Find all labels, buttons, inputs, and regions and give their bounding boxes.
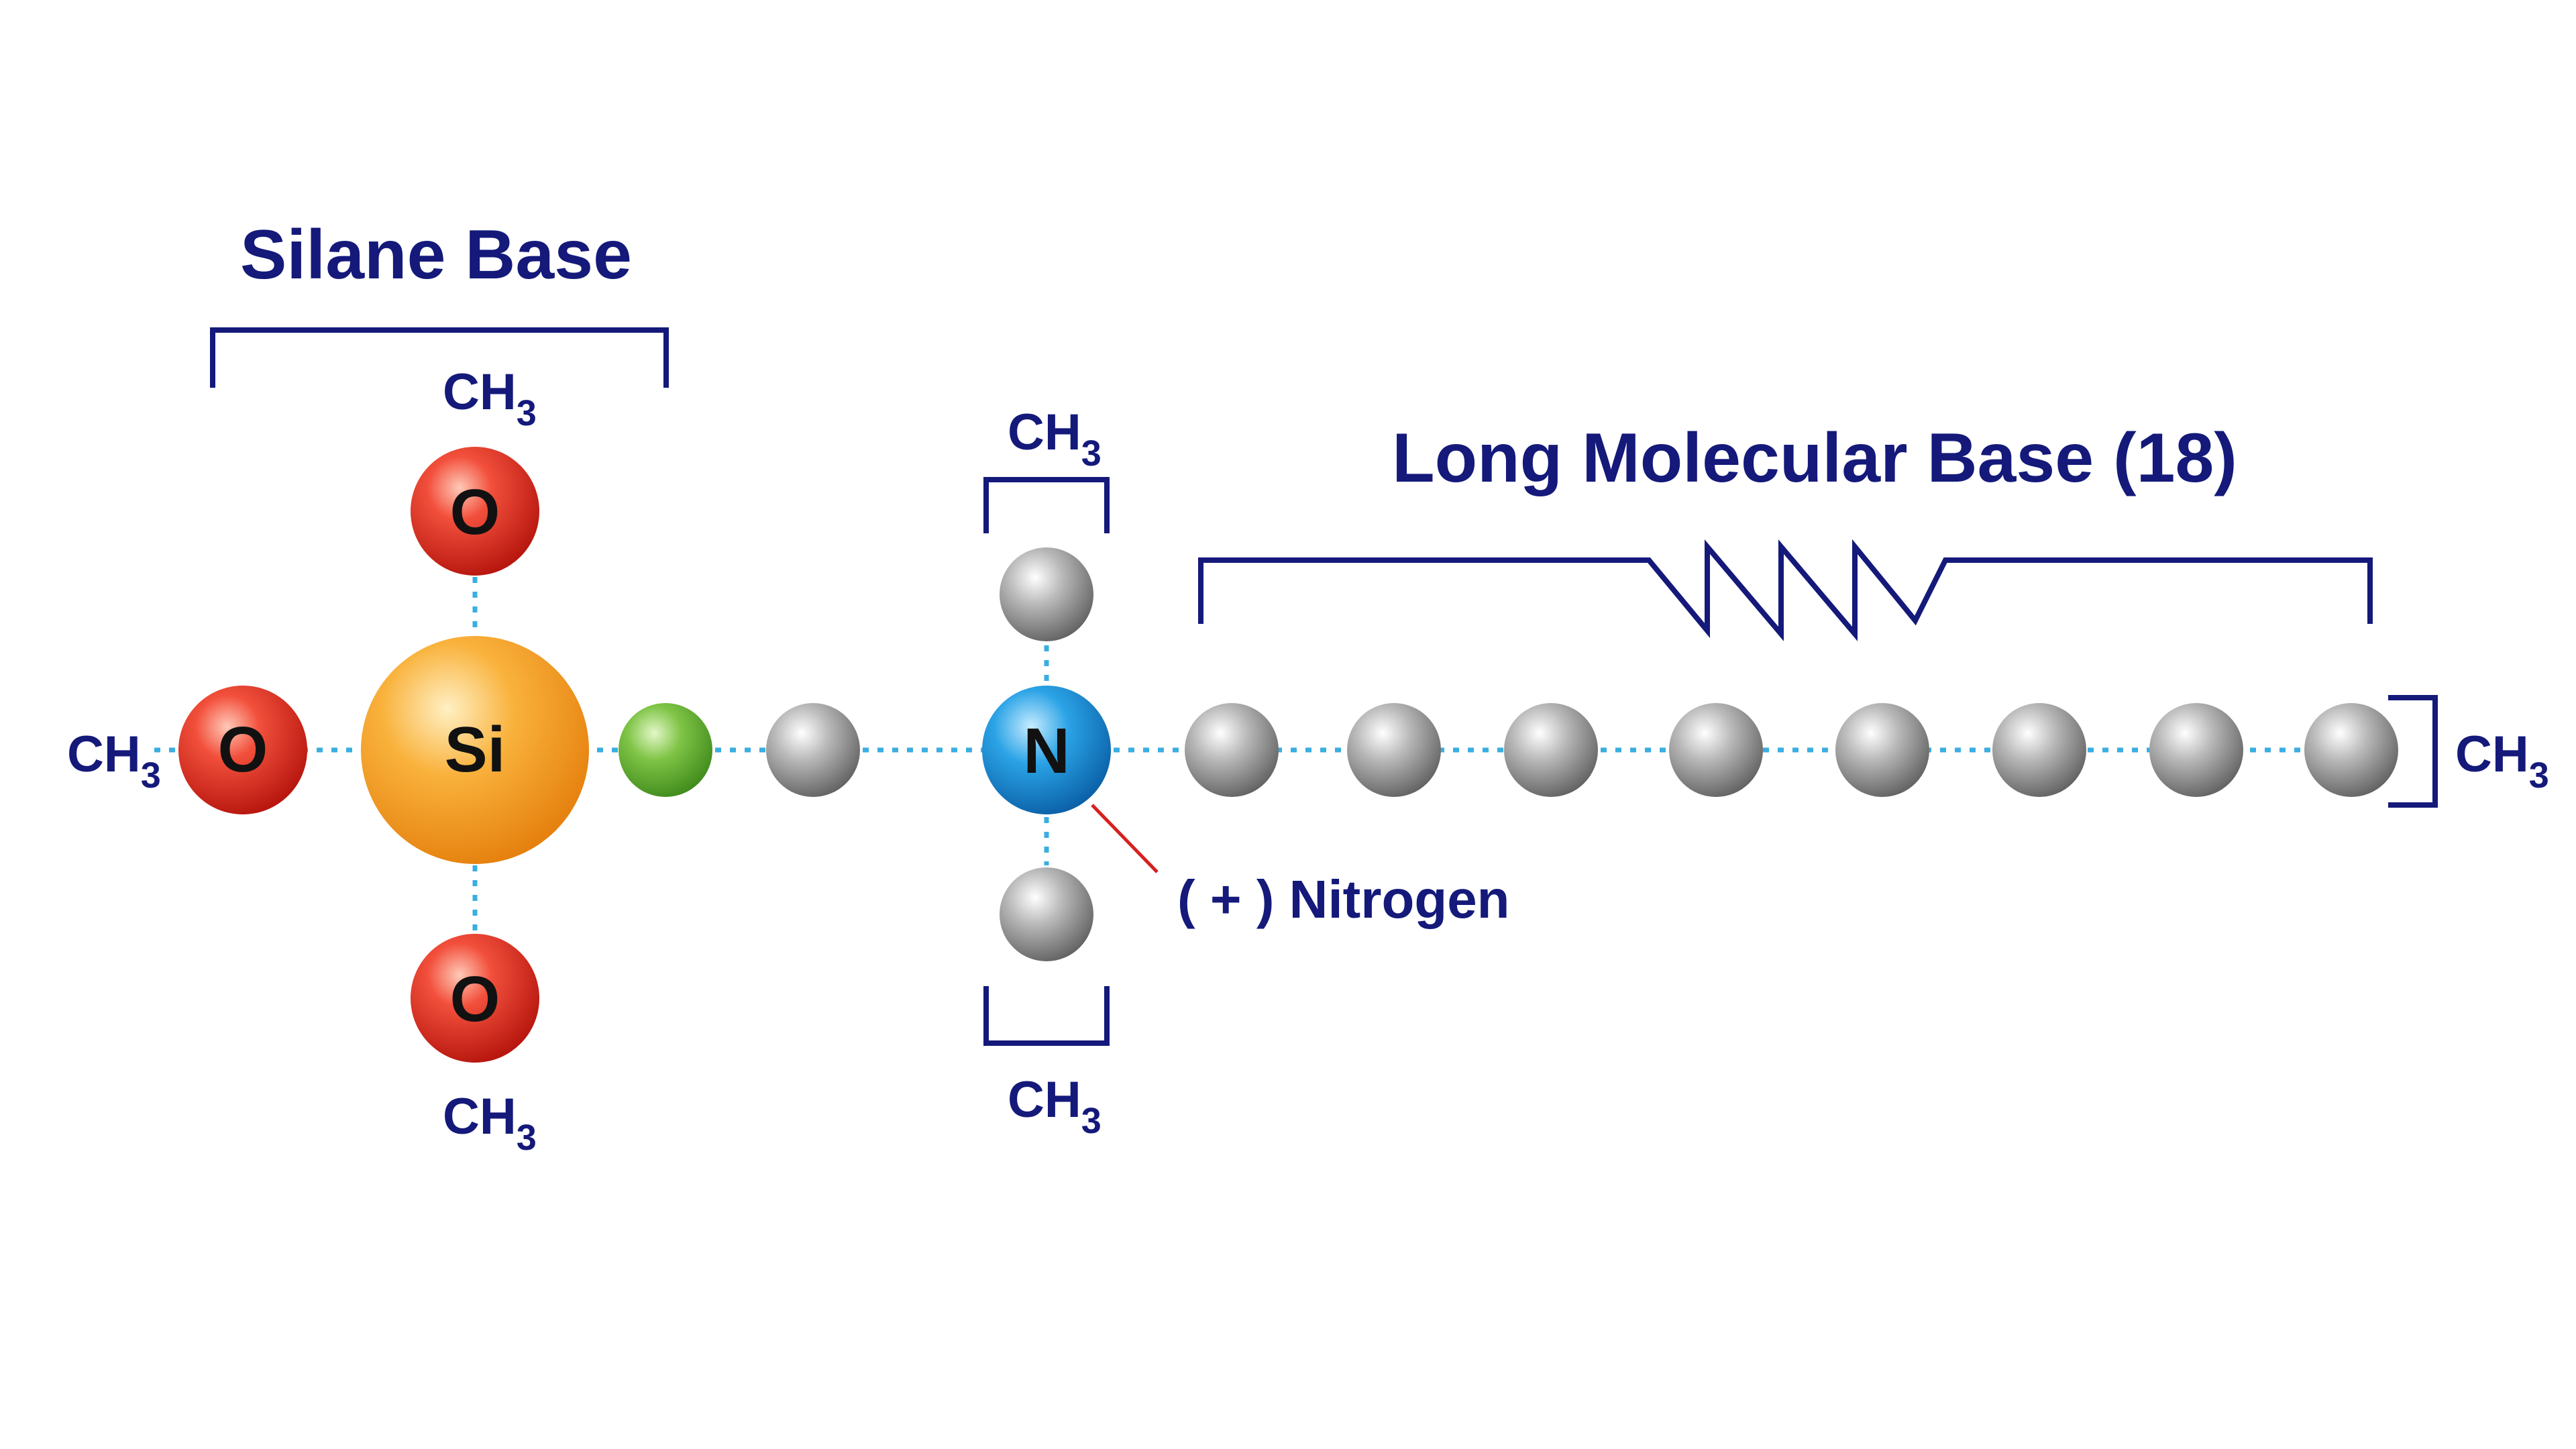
tail-carbon-atom [1504,703,1598,797]
methyl-label-subscript: 3 [517,393,537,433]
methyl-label-subscript: 3 [1081,433,1102,474]
tail-carbon-atom [1992,703,2086,797]
atoms: O O O Si N [178,447,2398,1063]
silane-base-bracket [210,327,669,388]
silicon-symbol: Si [445,714,506,786]
methyl-label-subscript: 3 [517,1118,537,1158]
methyl-label-main: CH [443,364,517,421]
methyl-label-subscript: 3 [1081,1101,1102,1141]
oxygen-left-symbol: O [218,714,268,786]
methyl-label-silane-bottom: CH3 [443,1088,537,1158]
methyl-label-main: CH [443,1088,517,1145]
methyl-labels: CH3 CH3 CH3 CH3 CH3 CH3 [67,364,2549,1158]
nitrogen-atom [982,686,1111,814]
nitrogen-methyl-bottom-atom [1000,867,1093,961]
oxygen-bottom-atom [411,934,539,1063]
methyl-label-main: CH [2455,726,2529,783]
long-base-bracket [1198,539,2373,641]
tail-carbon-atom [1185,703,1279,797]
nitrogen-note-label: ( + ) Nitrogen [1177,869,1510,929]
oxygen-left-atom [178,686,307,814]
brackets [210,327,2438,1046]
methyl-top-bracket [983,477,1110,533]
methyl-label-main: CH [1008,1071,1081,1128]
methyl-bottom-bracket [983,986,1110,1046]
carbon-atom [766,703,860,797]
terminal-bracket [2388,695,2438,808]
tail-carbon-atom [1347,703,1441,797]
methyl-label-main: CH [67,726,141,783]
methyl-label-nitrogen-top: CH3 [1008,404,1102,474]
methyl-label-main: CH [1008,404,1081,461]
nitrogen-symbol: N [1023,715,1069,787]
long-molecular-base-label: Long Molecular Base (18) [1392,419,2237,497]
silane-base-label: Silane Base [240,216,632,294]
oxygen-top-symbol: O [450,476,500,548]
methyl-label-nitrogen-bottom: CH3 [1008,1071,1102,1141]
tail-carbon-atom [1835,703,1929,797]
oxygen-top-atom [411,447,539,576]
methyl-label-left: CH3 [67,726,161,796]
nitrogen-pointer-line [1091,804,1159,873]
linker-atom [619,703,712,797]
silicon-atom [361,636,589,864]
oxygen-bottom-symbol: O [450,963,500,1035]
nitrogen-methyl-top-atom [1000,547,1093,641]
tail-carbon-atom [2149,703,2243,797]
methyl-label-silane-top: CH3 [443,364,537,433]
tail-carbon-atom [1669,703,1763,797]
methyl-label-subscript: 3 [141,755,161,796]
tail-carbon-atom [2304,703,2398,797]
methyl-label-subscript: 3 [2529,755,2549,796]
methyl-label-terminal: CH3 [2455,726,2549,796]
